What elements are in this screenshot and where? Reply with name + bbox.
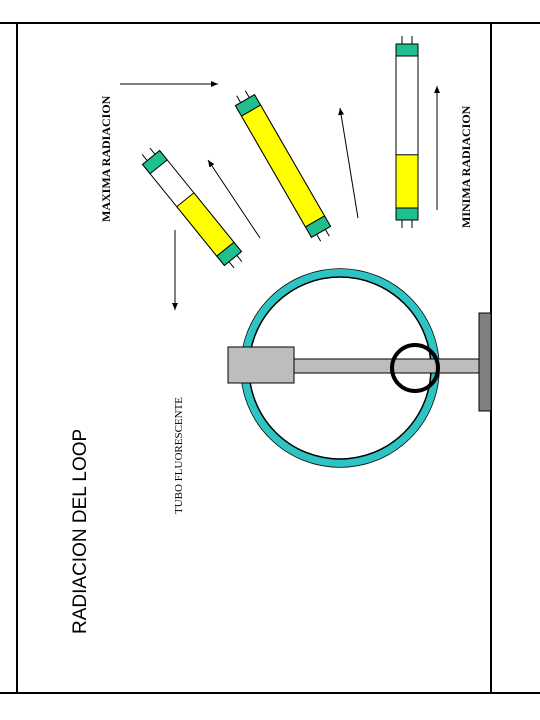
- tube-pin: [236, 95, 242, 103]
- tube-pin: [324, 229, 330, 237]
- tube-pin: [236, 255, 243, 262]
- max-radiation-label: MAXIMA RADIACION: [99, 95, 113, 222]
- frame-top-line: [0, 22, 540, 24]
- tube-glow: [395, 154, 419, 209]
- radiation-arrow-left: [207, 159, 261, 239]
- min-radiation-label: MINIMA RADIACION: [459, 105, 473, 228]
- tube-end-cap: [141, 149, 168, 175]
- tube-middle: [234, 90, 332, 242]
- tube-pin: [228, 261, 235, 269]
- frame-bottom-line: [0, 692, 540, 694]
- loop-mount-block: [227, 346, 295, 384]
- tube-pin: [149, 147, 156, 155]
- tube-glow: [176, 192, 235, 257]
- coupling-loop: [390, 343, 440, 393]
- tube-end-cap: [304, 215, 332, 239]
- base-plate: [478, 312, 492, 412]
- radiation-arrow-middle: [338, 107, 359, 219]
- tube-pin: [141, 154, 148, 161]
- frame-left-line: [16, 22, 18, 694]
- tube-pin: [244, 90, 250, 98]
- fluorescent-tube-label: TUBO FLUORESCENTE: [173, 397, 185, 514]
- tube-end-cap: [216, 241, 243, 267]
- fluorescent-tubes: [141, 36, 419, 269]
- tube-glow: [240, 104, 326, 228]
- slide-title: RADIACION DEL LOOP: [70, 429, 91, 634]
- tube-right: [395, 36, 419, 228]
- loop-support-arm: [291, 358, 483, 374]
- tube-left: [141, 147, 243, 269]
- tube-pin: [316, 234, 322, 242]
- tube-end-cap: [395, 43, 419, 57]
- tube-end-cap: [395, 207, 419, 221]
- tube-end-cap: [234, 93, 262, 117]
